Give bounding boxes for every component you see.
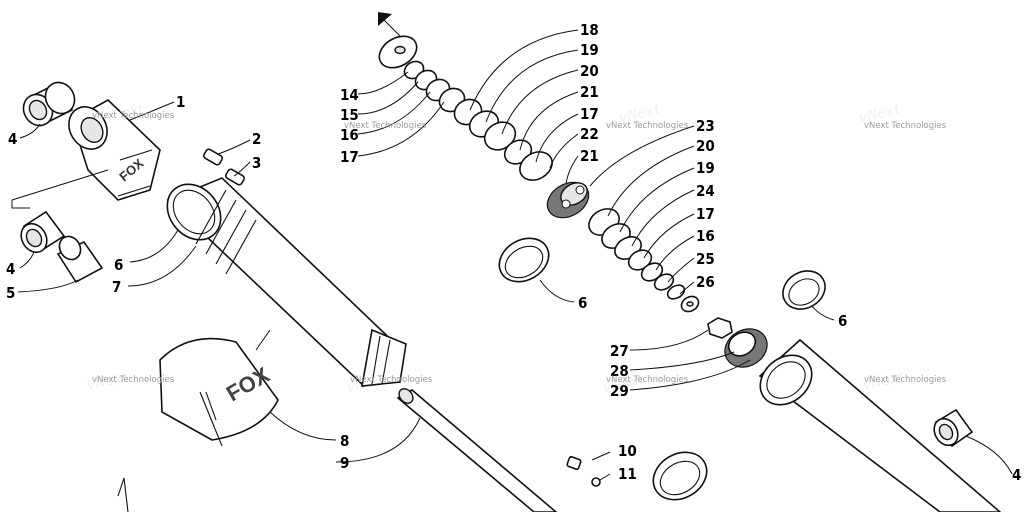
seal-ring-part-6-right xyxy=(782,270,826,310)
seal-ring-part-6-center xyxy=(498,237,550,283)
callout-1: 1 xyxy=(176,93,185,111)
shim-stack-upper xyxy=(403,60,553,181)
callout-2: 2 xyxy=(252,130,261,148)
callout-19-top: 19 xyxy=(580,41,599,59)
watermark-3: vNext Technologies xyxy=(606,121,689,131)
callout-27: 27 xyxy=(610,342,629,360)
callout-10: 10 xyxy=(618,442,637,460)
fitting-part-10 xyxy=(566,456,582,470)
callout-23: 23 xyxy=(696,117,715,135)
shock-eyelet-part-1: FOX xyxy=(68,99,161,201)
shim-stack-lower xyxy=(588,208,700,313)
watermark-1: vNext Technologies xyxy=(92,111,175,121)
callout-18: 18 xyxy=(580,21,599,39)
callout-16-left: 16 xyxy=(340,126,359,144)
bearing-part-28-29 xyxy=(724,328,768,368)
callout-25: 25 xyxy=(696,250,715,268)
callout-11: 11 xyxy=(618,465,637,483)
callout-14: 14 xyxy=(340,86,359,104)
callout-16-lower: 16 xyxy=(696,227,715,245)
bushing-part-4-top xyxy=(22,81,76,127)
callout-numbers: 1 2 3 4 4 5 6 7 8 9 14 15 16 17 18 19 20… xyxy=(6,21,1021,484)
callout-4-lower: 4 xyxy=(6,260,15,278)
callout-6-right: 6 xyxy=(838,312,847,330)
callout-6-center: 6 xyxy=(578,294,587,312)
callout-21-lower: 21 xyxy=(580,147,599,165)
callout-17-left: 17 xyxy=(340,148,359,166)
reservoir-body-right xyxy=(758,338,1002,512)
callout-8: 8 xyxy=(340,432,349,450)
shock-cover-part-8: FOX xyxy=(159,337,279,447)
callout-17-mid: 17 xyxy=(580,105,599,123)
callout-3: 3 xyxy=(252,154,261,172)
fitting-part-3 xyxy=(225,168,245,186)
callout-6-left: 6 xyxy=(114,256,123,274)
fitting-part-2 xyxy=(203,148,223,166)
callout-17-lower: 17 xyxy=(696,205,715,223)
watermark-2: vNext Technologies xyxy=(344,121,427,131)
callout-5: 5 xyxy=(6,284,15,302)
watermark-7: vNext Technologies xyxy=(606,375,689,385)
callout-26: 26 xyxy=(696,273,715,291)
callout-4-right: 4 xyxy=(1012,466,1021,484)
watermark-5: vNext Technologies xyxy=(92,375,175,385)
shock-shaft-part-9 xyxy=(396,388,558,512)
callout-19-lower: 19 xyxy=(696,159,715,177)
callout-21-top: 21 xyxy=(580,83,599,101)
watermarks: vNext Technologies vNext Technologies vN… xyxy=(92,111,947,385)
piston-part-23 xyxy=(546,181,590,219)
callout-29: 29 xyxy=(610,382,629,400)
sleeve-part-5 xyxy=(56,235,104,284)
bushing-part-4-lower xyxy=(20,210,66,254)
callout-9: 9 xyxy=(340,454,349,472)
watermark-6: vNext Technologies xyxy=(350,375,433,385)
callout-22: 22 xyxy=(580,125,599,143)
lower-fragment xyxy=(117,477,129,512)
callout-20-lower: 20 xyxy=(696,137,715,155)
nut-part-27 xyxy=(707,317,733,339)
watermark-4: vNext Technologies xyxy=(864,121,947,131)
bushing-part-4-right xyxy=(933,408,974,448)
body-leader-mark xyxy=(255,329,271,351)
seal-ring-lower-center xyxy=(652,451,708,501)
direction-arrow xyxy=(378,12,401,37)
leader-lines xyxy=(17,29,1013,481)
callout-7: 7 xyxy=(112,278,121,296)
watermark-8: vNext Technologies xyxy=(864,375,947,385)
callout-28: 28 xyxy=(610,362,629,380)
shock-body-part-7 xyxy=(166,177,407,388)
assembly-bracket-line xyxy=(11,169,109,209)
callout-4-top: 4 xyxy=(8,130,17,148)
callout-20-top: 20 xyxy=(580,62,599,80)
callout-15: 15 xyxy=(340,106,359,124)
callout-24: 24 xyxy=(696,182,715,200)
ball-part-11 xyxy=(591,477,601,487)
washer-part-14 xyxy=(378,35,418,69)
